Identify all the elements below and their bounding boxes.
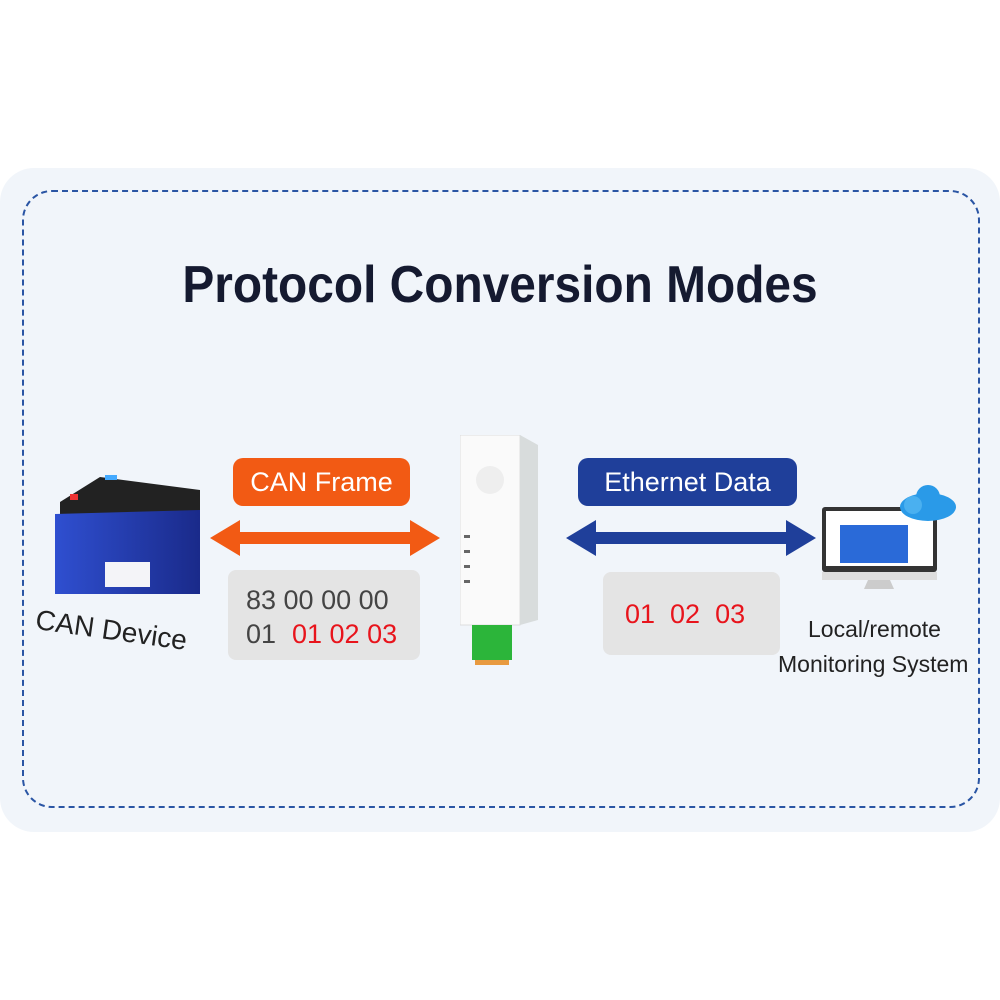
ethernet-data-values: 01 02 03	[625, 599, 746, 629]
ethernet-data-pill: Ethernet Data	[578, 458, 797, 506]
can-frame-line2-prefix: 01	[246, 619, 277, 649]
dashed-border	[22, 190, 980, 808]
ethernet-data-box: 01 02 03	[603, 572, 780, 655]
blue-double-arrow-icon	[566, 520, 816, 556]
can-device-battery-icon	[55, 475, 200, 594]
gateway-device-icon	[460, 435, 538, 665]
monitor-with-cloud-icon	[822, 485, 956, 589]
can-frame-line2-data: 01 02 03	[292, 619, 398, 649]
orange-double-arrow-icon	[210, 520, 440, 556]
can-frame-box: 83 00 00 00 01 01 02 03	[228, 570, 420, 660]
can-frame-pill: CAN Frame	[233, 458, 410, 506]
can-frame-line1: 83 00 00 00	[246, 585, 389, 615]
monitoring-label-line2: Monitoring System	[778, 651, 969, 677]
page-title: Protocol Conversion Modes	[182, 256, 818, 314]
monitoring-label-line1: Local/remote	[808, 616, 941, 642]
